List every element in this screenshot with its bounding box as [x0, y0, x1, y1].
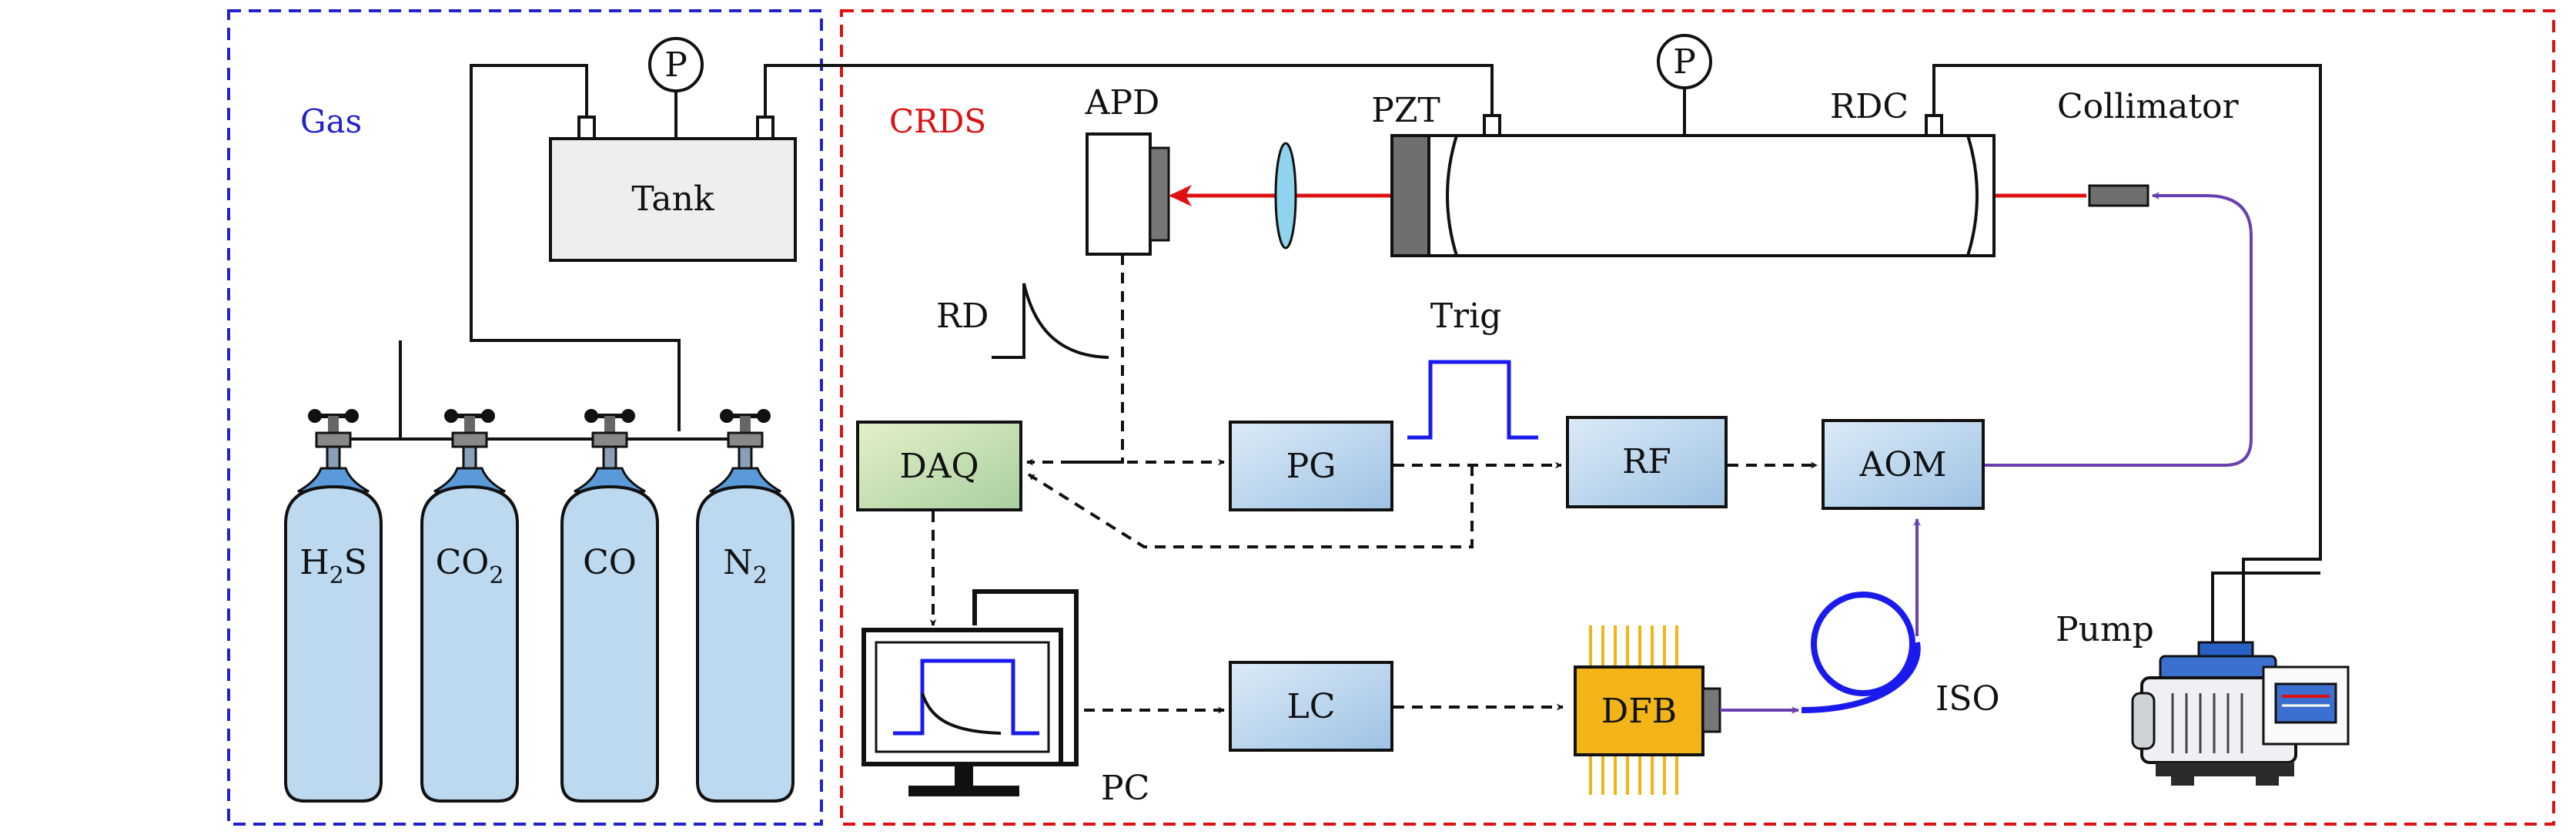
daq-module: [856, 421, 1022, 511]
cavity-mirror-left: [1446, 135, 1458, 256]
ringdown-curve: [992, 283, 1109, 359]
gas-cylinder-co: [560, 409, 659, 803]
isolator-fiber-coil: [1801, 592, 1921, 713]
tank-pressure-gauge: [648, 37, 704, 92]
pc-base: [908, 786, 1019, 796]
pzt-actuator: [1390, 134, 1430, 257]
dfb-output-port: [1701, 687, 1721, 733]
cylinder-label-co: CO: [583, 543, 637, 582]
collimator-label: Collimator: [2057, 87, 2240, 126]
aom-label: AOM: [1859, 445, 1947, 484]
tank-port-right: [756, 116, 774, 140]
cylinder-label-co2: CO2: [436, 543, 504, 589]
lc-module: [1229, 661, 1393, 752]
daq-label: DAQ: [899, 447, 979, 486]
cylinder-label-n2: N2: [723, 543, 768, 589]
dfb-laser: [1574, 665, 1705, 756]
tank-label: Tank: [631, 179, 714, 219]
trig-label: Trig: [1430, 297, 1502, 336]
rdc-label: RDC: [1830, 87, 1909, 126]
apd-detector: [1086, 132, 1152, 256]
rf-module: [1566, 416, 1728, 508]
pg-label: PG: [1286, 447, 1337, 486]
gas-section-label: Gas: [300, 102, 362, 140]
pc-screen-decay: [921, 692, 1002, 735]
tank: [549, 137, 797, 262]
apd-label: APD: [1085, 83, 1160, 122]
cavity-outlet-port: [1925, 114, 1943, 137]
signal-lines: [929, 254, 1818, 714]
cavity-mirror-right: [1966, 135, 1979, 256]
dfb-label: DFB: [1601, 692, 1677, 731]
gas-cylinder-n2: [696, 409, 795, 803]
tank-port-left: [577, 116, 596, 140]
crds-section-label: CRDS: [889, 102, 986, 140]
pc-stand: [955, 764, 973, 787]
vacuum-pump: [2131, 641, 2350, 786]
ringdown-cavity: [1427, 134, 1996, 257]
rf-label: RF: [1622, 442, 1671, 481]
laser-beam-arrowhead: [1169, 185, 1192, 206]
gas-cylinder-h2s: [284, 409, 383, 803]
iso-label: ISO: [1935, 679, 2000, 719]
gas-cylinder-co2: [420, 409, 519, 803]
pc-screen-pulse: [893, 659, 1039, 736]
focusing-lens: [1274, 142, 1297, 250]
gas-section-frame: [227, 9, 823, 826]
cylinder-label-h2s: H2S: [299, 543, 367, 589]
trigger-pulse: [1407, 360, 1538, 440]
fiber-path: [1720, 192, 2253, 714]
cavity-inlet-port: [1483, 114, 1501, 137]
pg-module: [1229, 421, 1393, 511]
cavity-pressure-gauge-label: P: [1673, 42, 1696, 82]
lc-label: LC: [1287, 687, 1336, 726]
fiber-collimator: [2088, 184, 2149, 207]
pc-label: PC: [1101, 769, 1149, 808]
crds-section-frame: [840, 9, 2555, 826]
cavity-pressure-gauge: [1657, 34, 1712, 89]
aom-module: [1822, 419, 1985, 510]
pump-label: Pump: [2056, 610, 2154, 649]
pzt-label: PZT: [1371, 91, 1440, 130]
tank-pressure-gauge-label: P: [664, 45, 687, 85]
ringdown-label: RD: [936, 297, 989, 336]
pc-screen: [875, 641, 1050, 753]
gas-lines: [333, 64, 2322, 645]
pc-tower: [972, 589, 1079, 766]
apd-window: [1149, 146, 1170, 242]
